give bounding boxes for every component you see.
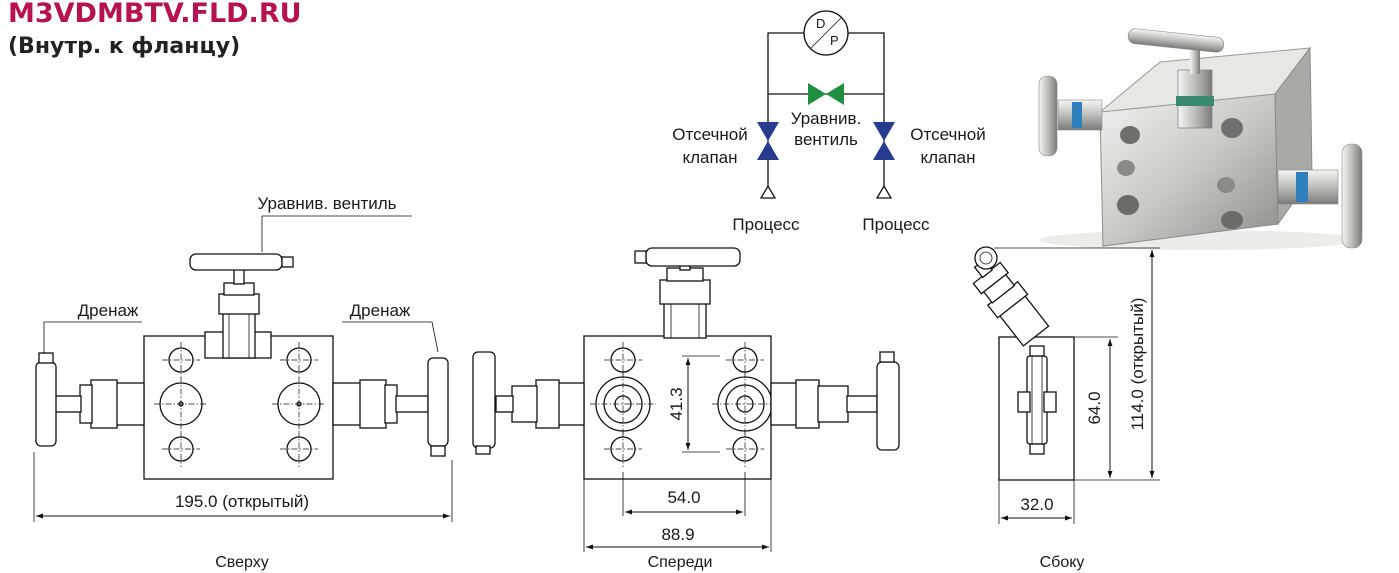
right-drain-handle: [427, 357, 449, 447]
equalizing-valve-label: Уравнив.: [791, 109, 862, 128]
model-subtitle: (Внутр. к фланцу): [8, 34, 241, 59]
left-isolation-valve-icon: [757, 122, 779, 141]
gauge-label-p: P: [830, 33, 839, 48]
right-isolation-valve-icon: [873, 122, 895, 141]
front-left-handle: [472, 351, 496, 449]
side-view-drawing: [972, 246, 1160, 524]
right-valve-label-2: клапан: [920, 148, 975, 167]
product-photo: [1010, 0, 1399, 250]
top-view-caption: Сверху: [215, 554, 269, 571]
equalizing-valve-icon: [808, 83, 826, 105]
model-title: M3VDMBTV.FLD.RU: [8, 0, 302, 29]
side-handle-knob: [974, 246, 998, 270]
left-valve-label-2: клапан: [682, 148, 737, 167]
side-open-height-dimension: 114.0 (открытый): [1128, 298, 1147, 431]
right-process-label: Процесс: [862, 215, 930, 234]
right-process-arrow-icon: [875, 184, 893, 199]
left-valve-label: Отсечной: [672, 125, 747, 144]
side-view-caption: Сбоку: [1040, 554, 1085, 571]
top-view-drawing: [33, 215, 453, 522]
left-process-label: Процесс: [732, 215, 800, 234]
equalizing-valve-label-2: вентиль: [794, 130, 858, 149]
left-drain-callout: Дренаж: [78, 301, 139, 320]
side-width-dimension: 32.0: [1020, 495, 1053, 514]
front-equalizing-handle: [645, 247, 741, 267]
front-view-drawing: [472, 247, 900, 552]
equalizing-valve-handle: [189, 253, 283, 271]
top-view-width-dimension: 195.0 (открытый): [175, 492, 309, 511]
equalizing-valve-callout: Уравнив. вентиль: [257, 194, 396, 213]
front-right-handle: [876, 361, 900, 451]
gauge-label-d: D: [816, 16, 825, 31]
side-height-dimension: 64.0: [1085, 391, 1104, 424]
left-process-arrow-icon: [759, 184, 777, 199]
front-hole-spacing-dimension: 54.0: [667, 488, 700, 507]
front-view-caption: Спереди: [648, 554, 713, 571]
front-height-dimension: 41.3: [667, 387, 686, 420]
right-valve-label: Отсечной: [910, 125, 985, 144]
flow-schematic: D P Уравнив. вентиль Отсечной клапан Отс…: [672, 10, 986, 234]
right-drain-callout: Дренаж: [350, 301, 411, 320]
left-drain-handle: [35, 361, 57, 447]
front-width-dimension: 88.9: [661, 525, 694, 544]
